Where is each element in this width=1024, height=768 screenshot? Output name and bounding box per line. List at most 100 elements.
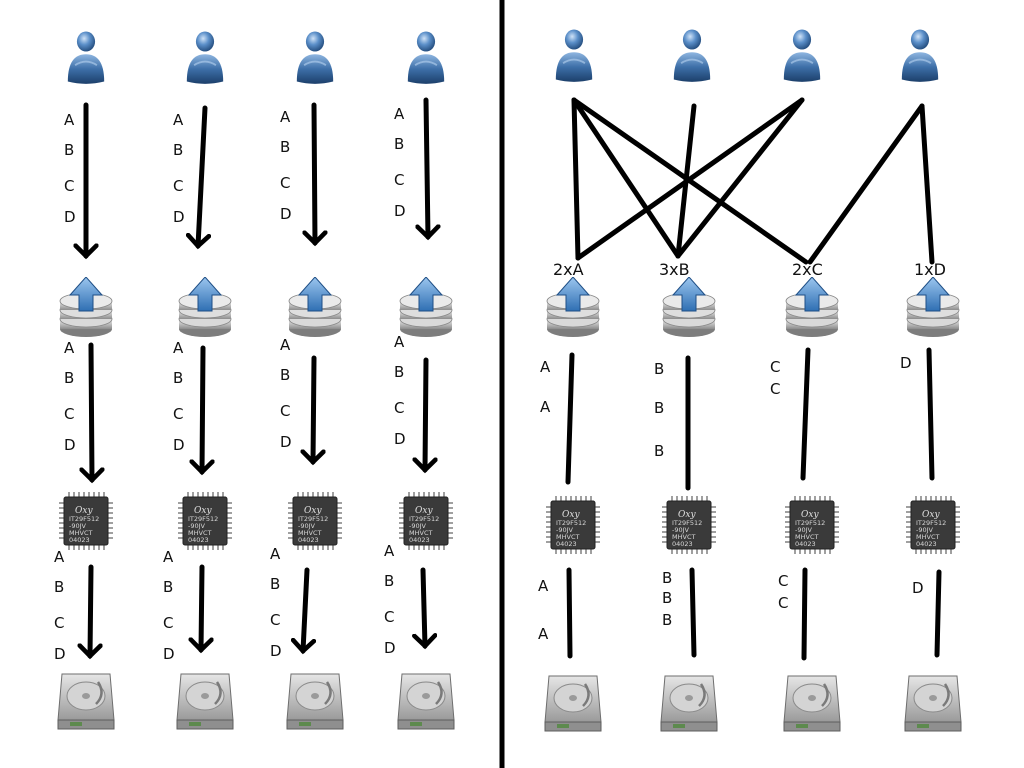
chip-marking: 04023	[298, 536, 319, 544]
chip-marking: -90JV	[916, 526, 934, 534]
chip-marking: MHVCT	[672, 533, 695, 541]
segment-label: B	[64, 141, 74, 159]
segment-label: A	[394, 105, 405, 123]
segment-label: C	[280, 174, 290, 192]
segment-label: C	[64, 177, 74, 195]
segment-label: C	[384, 608, 394, 626]
segment-label: A	[538, 577, 549, 595]
flow-arrow	[423, 567, 425, 646]
icon-layer	[56, 28, 963, 733]
storage-upload-icon	[59, 277, 113, 338]
chip-marking: 04023	[188, 536, 209, 544]
route-line	[575, 97, 805, 261]
segment-label: B	[54, 578, 64, 596]
chip-marking: IT29F512	[556, 519, 586, 527]
user-icon	[406, 30, 446, 85]
flow-arrow	[425, 357, 426, 470]
segment-label: D	[173, 208, 185, 226]
hard-drive-icon	[56, 672, 116, 731]
segment-label: C	[64, 405, 74, 423]
segment-label: D	[64, 436, 76, 454]
route-line	[571, 97, 581, 261]
user-icon	[66, 30, 106, 85]
chip-brand: Oxy	[678, 510, 696, 520]
segment-label: A	[280, 108, 291, 126]
segment-label: B	[173, 369, 183, 387]
segment-label: C	[394, 399, 404, 417]
storage-upload-icon	[546, 277, 600, 338]
segment-label: D	[900, 354, 912, 372]
dedup-count-label: 1xD	[914, 260, 946, 279]
segment-label: A	[173, 111, 184, 129]
chip-marking: IT29F512	[409, 515, 439, 523]
user-icon	[185, 30, 225, 85]
segment-label: D	[394, 202, 406, 220]
user-icon	[554, 28, 594, 83]
chip-marking: MHVCT	[795, 533, 818, 541]
segment-label: B	[280, 366, 290, 384]
segment-label: A	[394, 333, 405, 351]
storage-upload-icon	[906, 277, 960, 338]
route-line	[919, 103, 935, 265]
hard-drive-icon	[903, 674, 963, 733]
connection-lines	[86, 97, 942, 661]
chip-marking: 04023	[672, 540, 693, 548]
segment-label: C	[778, 572, 788, 590]
hard-drive-icon	[175, 672, 235, 731]
chip-marking: IT29F512	[188, 515, 218, 523]
route-line	[807, 103, 925, 265]
route-line	[565, 352, 575, 485]
storage-upload-icon	[178, 277, 232, 338]
flow-arrow	[426, 97, 428, 237]
route-line	[675, 97, 805, 259]
segment-label: D	[64, 208, 76, 226]
storage-upload-icon	[662, 277, 716, 338]
segment-label: A	[54, 548, 65, 566]
hard-drive-icon	[285, 672, 345, 731]
segment-label: B	[662, 569, 672, 587]
segment-label: C	[173, 405, 183, 423]
chip-marking: -90JV	[795, 526, 813, 534]
flow-arrow	[198, 105, 205, 246]
segment-label: B	[654, 442, 664, 460]
segment-label: C	[163, 614, 173, 632]
storage-upload-icon	[785, 277, 839, 338]
segment-label: A	[270, 545, 281, 563]
segment-label: D	[54, 645, 66, 663]
segment-label: A	[540, 358, 551, 376]
user-icon	[782, 28, 822, 83]
segment-label: B	[64, 369, 74, 387]
segment-label: B	[662, 589, 672, 607]
segment-label: C	[770, 380, 780, 398]
chip-marking: IT29F512	[69, 515, 99, 523]
route-line	[689, 567, 697, 658]
dedup-count-label: 3xB	[659, 260, 690, 279]
hard-drive-icon	[782, 674, 842, 733]
chip-marking: -90JV	[556, 526, 574, 534]
chip-marking: MHVCT	[188, 529, 211, 537]
dedup-count-label: 2xC	[792, 260, 823, 279]
chip-brand: Oxy	[562, 510, 580, 520]
chip-marking: IT29F512	[916, 519, 946, 527]
chip-marking: IT29F512	[672, 519, 702, 527]
flow-arrow	[201, 564, 202, 650]
segment-label: D	[280, 433, 292, 451]
flow-arrow	[202, 345, 203, 472]
segment-label: C	[394, 171, 404, 189]
hard-drive-icon	[659, 674, 719, 733]
chip-brand: Oxy	[922, 510, 940, 520]
dedup-count-label: 2xA	[553, 260, 584, 279]
route-line	[571, 97, 681, 259]
chip-marking: MHVCT	[916, 533, 939, 541]
label-layer: OxyIT29F512-90JVMHVCT04023ABCDABCDABCDOx…	[54, 105, 946, 663]
segment-label: B	[394, 363, 404, 381]
segment-label: D	[270, 642, 282, 660]
chip-brand: Oxy	[304, 506, 322, 516]
chip-marking: 04023	[69, 536, 90, 544]
chip-marking: 04023	[795, 540, 816, 548]
chip-brand: Oxy	[801, 510, 819, 520]
chip-marking: MHVCT	[409, 529, 432, 537]
segment-label: C	[54, 614, 64, 632]
flow-arrow	[303, 567, 307, 651]
